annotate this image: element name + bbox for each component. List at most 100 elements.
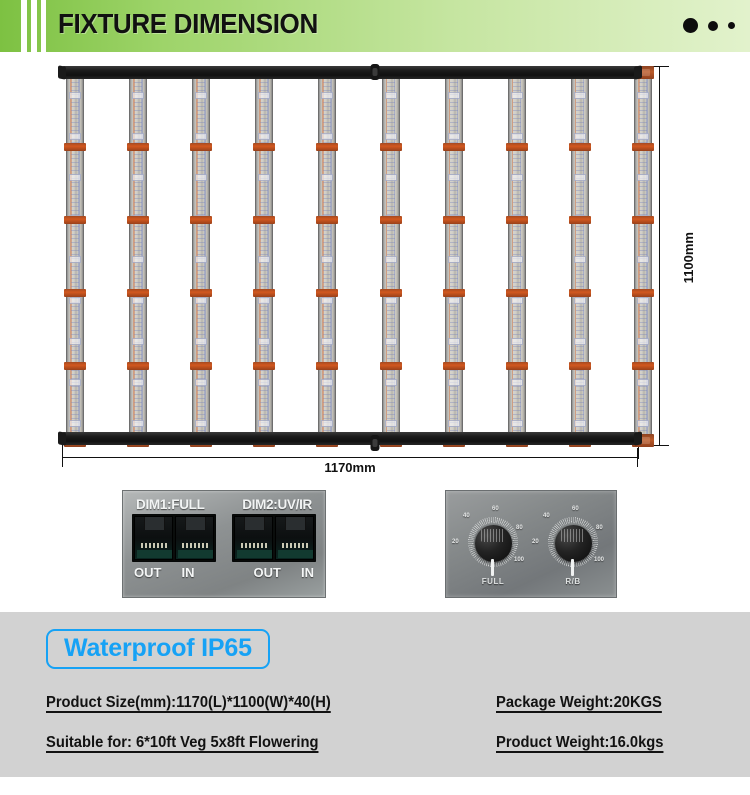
rj45-floor [237,550,272,558]
led-reflector-pad [321,297,334,304]
led-reflector-pad [573,174,586,181]
jack-pair-dim1[interactable] [132,514,216,562]
knob-tick-60: 60 [572,506,579,512]
led-bar-clamp [568,143,591,151]
led-reflector-pad [384,256,397,263]
rj45-pins-icon [141,543,168,548]
rj45-jack-dim2-in[interactable] [275,516,314,560]
rj45-notch-icon [244,517,265,530]
port-jacks-row [128,514,320,562]
page-title: FIXTURE DIMENSION [58,8,318,39]
knob-cap-rb[interactable] [555,525,592,562]
led-bar [190,66,213,447]
led-reflector-pad [384,92,397,99]
spec-suitable-for: Suitable for: 6*10ft Veg 5x8ft Flowering [46,734,319,751]
rj45-pins-icon [182,543,209,548]
knob-tick-100: 100 [594,557,605,563]
led-reflector-pad [132,133,145,140]
led-reflector-pad [384,133,397,140]
rj45-notch-icon [144,517,165,530]
width-dimension-line [62,448,638,467]
led-bar-clamp [632,362,654,370]
spec-row: Product Size(mm):1170(L)*1100(W)*40(H) P… [46,694,736,712]
spec-row: Suitable for: 6*10ft Veg 5x8ft Flowering… [46,734,736,752]
led-reflector-pad [573,338,586,345]
led-bar [64,66,86,447]
led-bar-clamp [253,362,276,370]
led-bar [316,66,339,447]
knob-tick-40: 40 [463,513,470,519]
led-reflector-pad [321,133,334,140]
knob-label-full: FULL [481,577,505,586]
led-bar-clamp [505,216,528,224]
rj45-floor [278,550,313,558]
led-reflector-pad [132,174,145,181]
dimmer-port-panel: DIM1:FULL DIM2:UV/IR [122,490,326,598]
led-bar-clamp [64,143,86,151]
led-reflector-pad [69,133,81,140]
rj45-jack-dim2-out[interactable] [234,516,273,560]
led-reflector-pad [195,297,208,304]
fixture-top-center-module [370,64,380,80]
knob-pointer-full [491,559,494,576]
led-bar [379,66,402,447]
spec-product-size: Product Size(mm):1170(L)*1100(W)*40(H) [46,694,331,711]
rj45-pins-icon [282,543,309,548]
header-dots-decoration [683,18,735,33]
led-reflector-pad [195,133,208,140]
fixture-bottom-center-module [370,435,380,451]
led-reflector-pad [132,420,145,427]
led-reflector-pad [637,338,649,345]
led-bar-clamp [190,143,213,151]
led-reflector-pad [637,256,649,263]
knob-cap-full[interactable] [475,525,512,562]
knob-unit-full[interactable]: 20 40 60 80 100 FULL [452,503,532,593]
led-bar-clamp [568,362,591,370]
led-reflector-pad [321,379,334,386]
led-reflector-pad [510,420,523,427]
led-reflector-pad [384,379,397,386]
led-reflector-pad [637,379,649,386]
knob-tick-60: 60 [492,506,499,512]
led-reflector-pad [195,338,208,345]
led-reflector-pad [195,420,208,427]
led-reflector-pad [132,297,145,304]
led-reflector-pad [384,174,397,181]
page-header: FIXTURE DIMENSION [0,0,750,52]
fixture-bottom-rail [62,432,638,445]
led-reflector-pad [447,297,460,304]
knob-tick-100: 100 [514,557,525,563]
led-bar-clamp [379,362,402,370]
led-reflector-pad [510,379,523,386]
footer-spacer [0,777,750,795]
led-reflector-pad [510,133,523,140]
io-label-dim1-out: OUT [134,565,162,580]
knob-label-rb: R/B [565,577,581,586]
led-reflector-pad [195,174,208,181]
led-bar-clamp [316,216,339,224]
rj45-jack-dim1-in[interactable] [175,516,214,560]
led-reflector-pad [69,420,81,427]
led-bar-clamp [632,216,654,224]
led-reflector-pad [69,338,81,345]
knob-unit-rb[interactable]: 20 40 60 80 100 R/B [532,503,612,593]
dot-small-icon [728,22,735,29]
led-reflector-pad [447,256,460,263]
led-reflector-pad [195,379,208,386]
rj45-jack-dim1-out[interactable] [134,516,173,560]
jack-pair-dim2[interactable] [232,514,316,562]
led-reflector-pad [384,338,397,345]
led-reflector-pad [637,92,649,99]
dot-large-icon [683,18,698,33]
waterproof-badge: Waterproof IP65 [46,629,270,670]
led-reflector-pad [258,297,271,304]
io-label-dim2-out: OUT [253,565,281,580]
led-bar [127,66,150,447]
led-bar-clamp [379,289,402,297]
led-bar-clamp [64,362,86,370]
led-reflector-pad [637,174,649,181]
led-reflector-pad [573,420,586,427]
led-reflector-pad [258,379,271,386]
led-bar-clamp [632,143,654,151]
led-reflector-pad [132,256,145,263]
